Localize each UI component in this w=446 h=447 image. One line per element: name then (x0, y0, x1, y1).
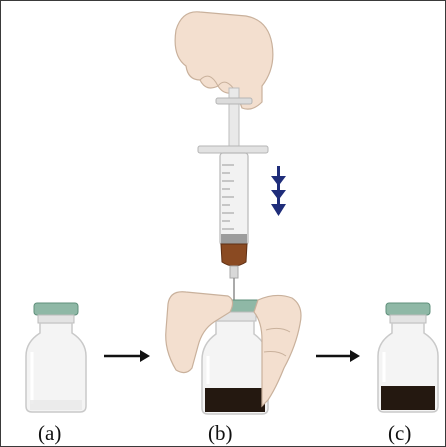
vial-c (378, 303, 438, 412)
plunger-thumb-rest (216, 98, 252, 104)
vial-c-cap (386, 303, 430, 315)
vial-a-crimp (38, 315, 74, 323)
arrow-down-icon (271, 166, 286, 216)
syringe-barrel (220, 153, 248, 245)
vial-a-glass (26, 323, 86, 412)
vial-c-contents (381, 386, 435, 410)
syringe-hub (230, 266, 238, 278)
panel-label-c: (c) (388, 423, 411, 444)
vial-a (26, 303, 86, 412)
hand-icon (175, 12, 273, 109)
syringe-liquid (221, 244, 247, 266)
panel-label-a: (a) (38, 423, 61, 444)
vial-a-base (30, 400, 82, 410)
panel-label-b: (b) (208, 423, 233, 444)
vial-c-crimp (390, 315, 426, 323)
plunger-stopper (221, 234, 247, 244)
vial-b-powder (205, 388, 265, 412)
upper-hand (175, 12, 273, 109)
syringe-icon (198, 88, 268, 318)
barrel-flange (198, 146, 268, 153)
vial-a-cap (34, 303, 78, 315)
arrow-right-icon (316, 350, 360, 362)
arrow-right-icon (104, 350, 150, 362)
